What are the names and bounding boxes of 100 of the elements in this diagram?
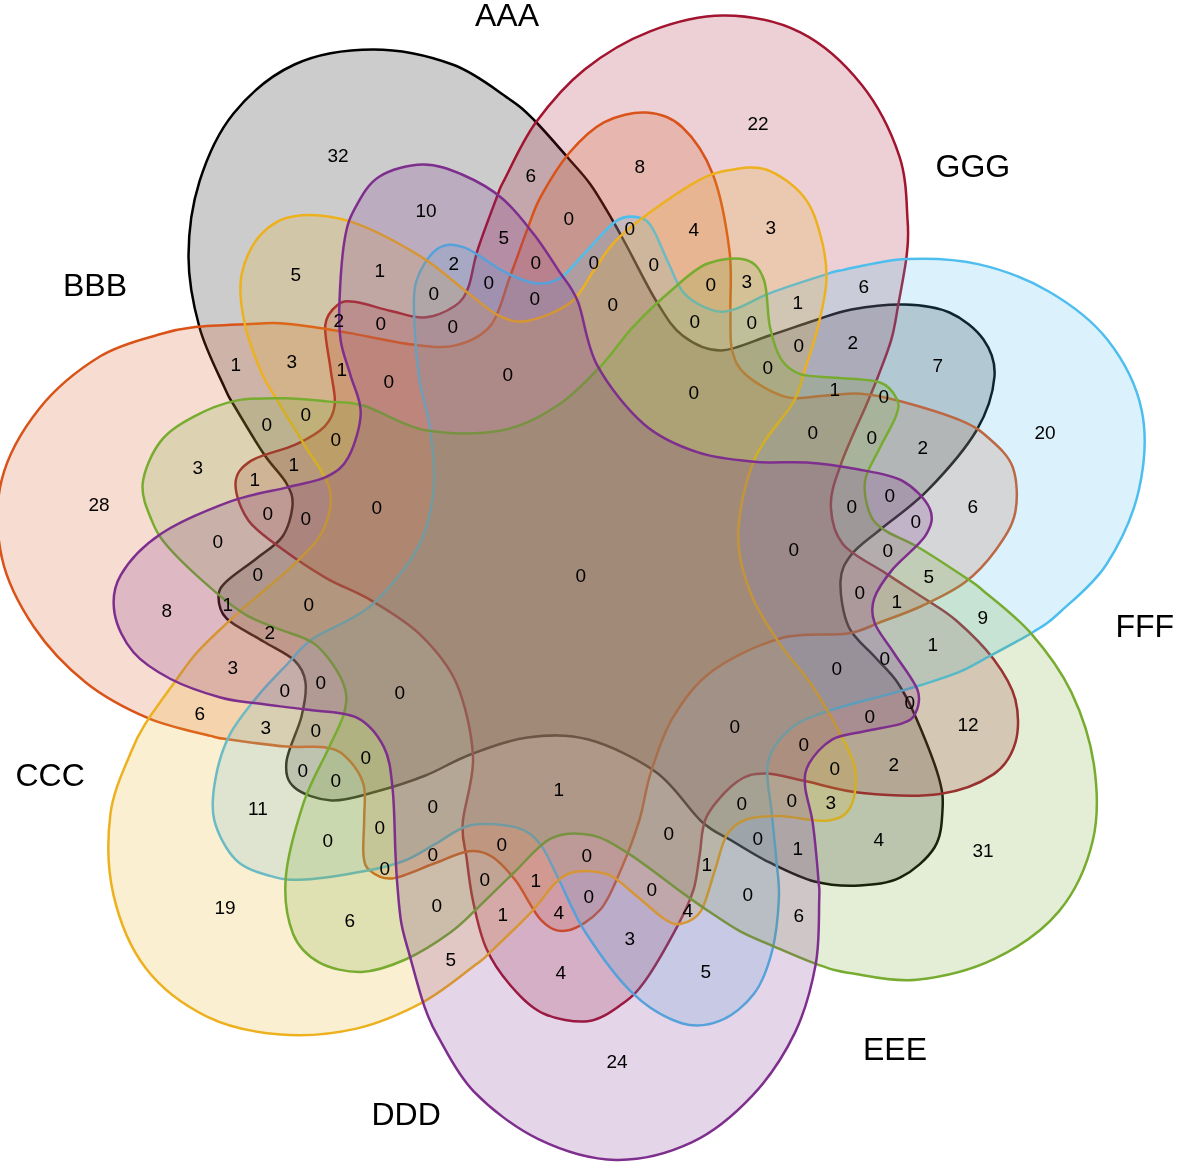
region-count: 4	[555, 962, 567, 982]
region-count: 0	[502, 364, 514, 384]
region-count: 1	[336, 359, 348, 379]
region-count: 0	[829, 758, 841, 778]
region-count: 1	[230, 354, 242, 374]
region-count: 0	[379, 858, 391, 878]
set-label: FFF	[1115, 610, 1175, 642]
region-count: 3	[260, 717, 272, 737]
region-count: 0	[496, 834, 508, 854]
region-count: 22	[747, 113, 769, 133]
region-count: 4	[873, 829, 885, 849]
region-count: 31	[972, 840, 994, 860]
region-count: 0	[786, 790, 798, 810]
region-count: 5	[290, 264, 302, 284]
set-label: EEE	[863, 1033, 927, 1065]
region-count: 2	[847, 332, 859, 352]
region-count: 10	[415, 200, 437, 220]
region-count: 6	[967, 496, 979, 516]
region-count: 8	[161, 600, 173, 620]
region-count: 8	[634, 156, 646, 176]
region-count: 0	[262, 503, 274, 523]
region-count: 0	[689, 311, 701, 331]
region-count: 0	[878, 386, 890, 406]
region-count: 9	[977, 607, 989, 627]
region-count: 0	[575, 565, 587, 585]
region-count: 0	[330, 770, 342, 790]
region-count: 1	[530, 870, 542, 890]
set-label: CCC	[15, 759, 85, 791]
region-count: 0	[300, 508, 312, 528]
region-count: 0	[374, 817, 386, 837]
region-count: 0	[529, 288, 541, 308]
region-count: 0	[427, 844, 439, 864]
region-count: 0	[882, 540, 894, 560]
set-label: GGG	[935, 150, 1011, 182]
region-count: 28	[88, 494, 110, 514]
region-count: 0	[793, 335, 805, 355]
region-count: 0	[607, 294, 619, 314]
region-count: 0	[688, 382, 700, 402]
region-count: 0	[846, 496, 858, 516]
region-count: 0	[360, 747, 372, 767]
region-count: 0	[884, 485, 896, 505]
region-count: 5	[445, 949, 457, 969]
region-count: 5	[498, 227, 510, 247]
region-count: 1	[927, 634, 939, 654]
region-count: 2	[888, 754, 900, 774]
region-count: 1	[497, 904, 509, 924]
region-count: 0	[252, 564, 264, 584]
region-count: 0	[479, 869, 491, 889]
region-count: 0	[322, 830, 334, 850]
region-count: 6	[858, 276, 870, 296]
region-count: 1	[222, 594, 234, 614]
region-count: 3	[227, 657, 239, 677]
region-count: 0	[431, 895, 443, 915]
region-count: 1	[792, 292, 804, 312]
region-count: 0	[530, 252, 542, 272]
region-count: 1	[792, 838, 804, 858]
region-count: 3	[286, 351, 298, 371]
region-count: 0	[831, 658, 843, 678]
region-count: 1	[891, 591, 903, 611]
region-count: 0	[300, 404, 312, 424]
region-count: 3	[825, 792, 837, 812]
region-count: 2	[333, 310, 345, 330]
region-count: 3	[624, 928, 636, 948]
region-count: 5	[700, 961, 712, 981]
region-count: 0	[310, 720, 322, 740]
region-count: 5	[923, 566, 935, 586]
region-count: 19	[214, 897, 236, 917]
region-count: 0	[864, 706, 876, 726]
set-label: DDD	[371, 1098, 441, 1130]
region-count: 0	[866, 427, 878, 447]
region-count: 4	[553, 902, 565, 922]
region-count: 0	[646, 879, 658, 899]
region-count: 0	[588, 252, 600, 272]
region-count: 11	[248, 798, 268, 818]
region-count: 0	[315, 672, 327, 692]
region-count: 0	[279, 680, 291, 700]
region-count: 0	[371, 497, 383, 517]
region-count: 0	[212, 531, 224, 551]
region-count: 1	[249, 469, 261, 489]
region-count: 0	[762, 357, 774, 377]
region-count: 0	[447, 316, 459, 336]
region-count: 0	[563, 208, 575, 228]
region-count: 6	[793, 905, 805, 925]
region-count: 0	[297, 760, 309, 780]
region-count: 3	[741, 271, 753, 291]
region-count: 2	[448, 253, 460, 273]
region-count: 1	[288, 454, 300, 474]
region-count: 0	[854, 582, 866, 602]
region-count: 0	[746, 312, 758, 332]
region-count: 0	[261, 414, 273, 434]
region-count: 0	[581, 845, 593, 865]
region-count: 0	[483, 272, 495, 292]
region-count: 3	[192, 457, 204, 477]
region-count: 0	[303, 594, 315, 614]
region-count: 2	[264, 622, 276, 642]
region-count: 7	[932, 355, 944, 375]
region-count: 4	[688, 219, 700, 239]
region-count: 24	[606, 1051, 628, 1071]
region-count: 0	[375, 313, 387, 333]
region-count: 1	[374, 260, 386, 280]
